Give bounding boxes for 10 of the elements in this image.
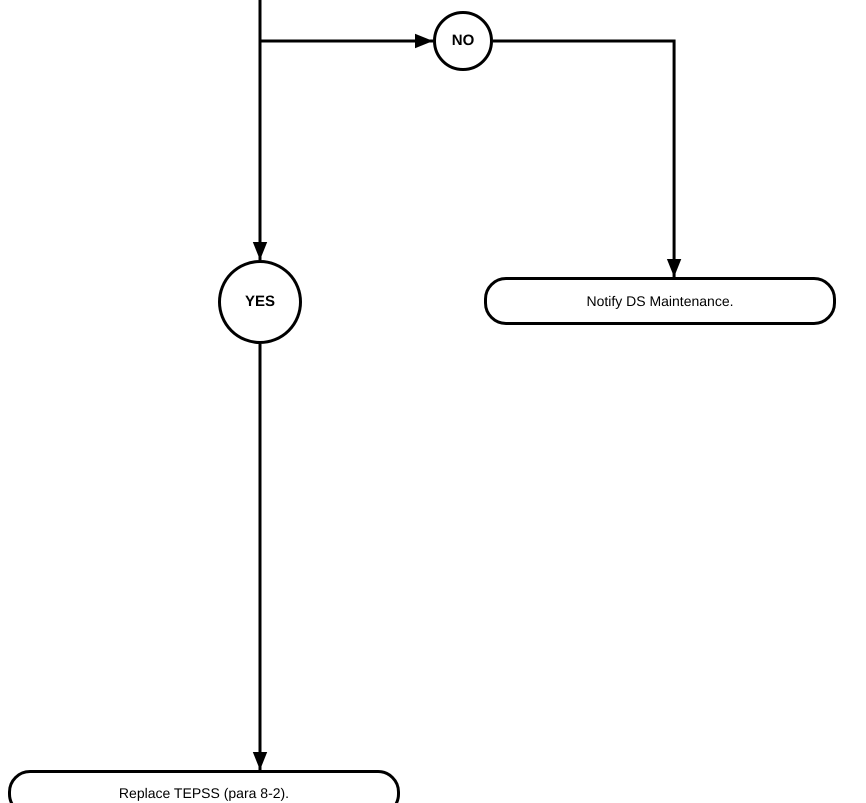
arrow	[493, 40, 682, 277]
node-label: YES	[244, 292, 275, 312]
arrow	[252, 344, 268, 770]
node-label: Notify DS Maintenance.	[586, 292, 734, 311]
node-label: Replace TEPSS (para 8-2).	[118, 784, 290, 803]
arrow	[252, 0, 268, 260]
terminal-box	[484, 277, 836, 325]
node-label: NO	[452, 30, 474, 51]
terminal-box	[8, 770, 400, 803]
arrow	[260, 34, 433, 48]
